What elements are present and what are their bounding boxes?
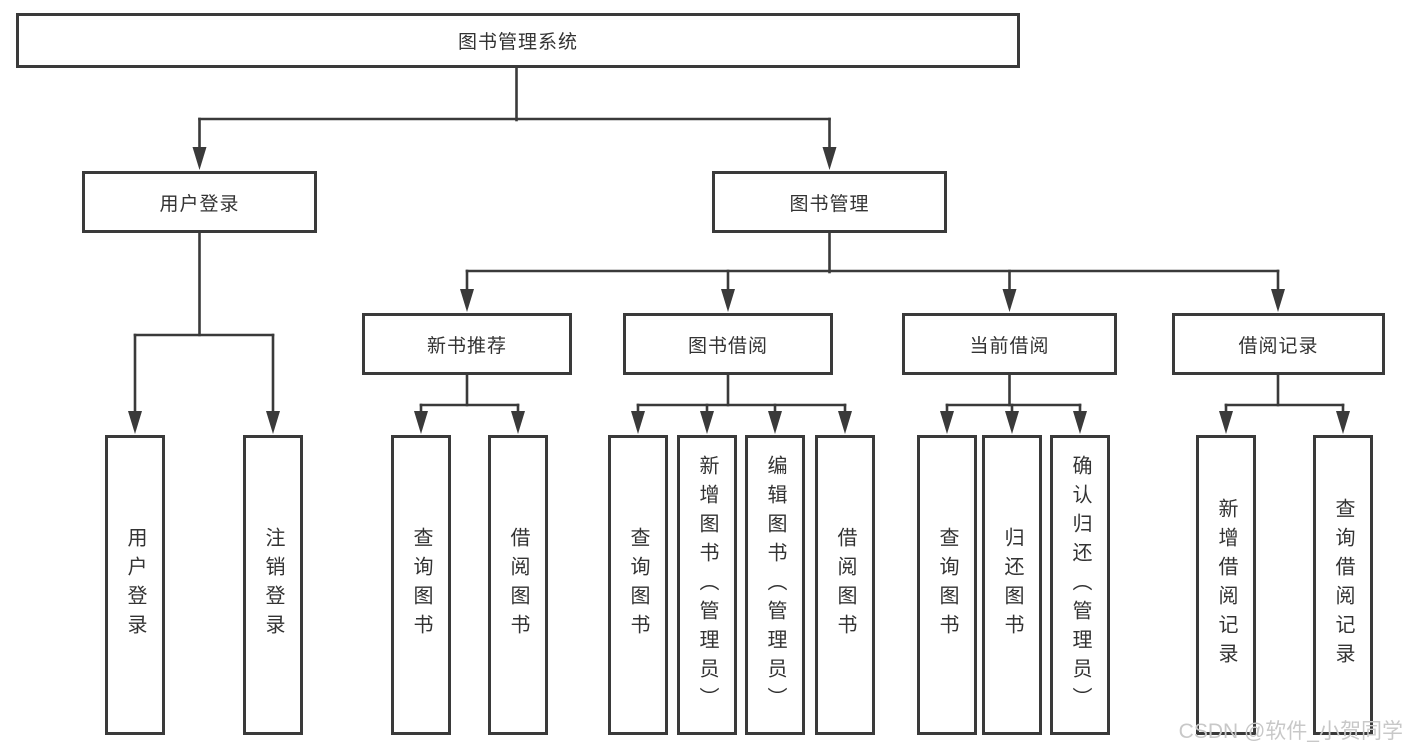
connector-root-to-level2 <box>192 66 837 170</box>
arrow-down-icon <box>721 289 735 312</box>
node-label: 查询图书 <box>627 527 649 643</box>
arrow-down-icon <box>266 411 280 434</box>
arrow-down-icon <box>1336 411 1350 434</box>
node-label: 归还图书 <box>1001 527 1023 643</box>
node-current-borrow: 当前借阅 <box>902 313 1117 375</box>
leaf-confirm-return-admin: 确认归还（管理员） <box>1050 435 1110 735</box>
arrow-down-icon <box>1002 289 1017 312</box>
node-label: 新增图书（管理员） <box>696 454 718 716</box>
arrow-down-icon <box>1271 289 1285 312</box>
leaf-query-borrow-record: 查询借阅记录 <box>1313 435 1373 735</box>
leaf-query-books-recommend: 查询图书 <box>391 435 451 735</box>
node-root-library-system: 图书管理系统 <box>16 13 1020 68</box>
leaf-borrow-books: 借阅图书 <box>815 435 875 735</box>
connector-borrow-records-to-leaves <box>1219 373 1350 434</box>
node-label: 查询图书 <box>410 527 432 643</box>
arrow-down-icon <box>822 147 837 170</box>
node-user-login: 用户登录 <box>82 171 317 233</box>
connector-user-login-to-leaves <box>128 231 280 434</box>
node-label: 图书管理 <box>789 193 870 215</box>
node-new-book-recommend: 新书推荐 <box>362 313 572 375</box>
csdn-watermark: CSDN @软件_小贺同学 <box>1178 720 1403 743</box>
node-label: 确认归还（管理员） <box>1069 454 1091 716</box>
arrow-down-icon <box>700 411 714 434</box>
arrow-down-icon <box>1219 411 1233 434</box>
leaf-add-book-admin: 新增图书（管理员） <box>677 435 737 735</box>
connector-book-mgmt-to-level3 <box>460 231 1285 312</box>
arrow-down-icon <box>192 147 207 170</box>
node-label: 用户登录 <box>124 527 146 643</box>
leaf-edit-book-admin: 编辑图书（管理员） <box>745 435 805 735</box>
arrow-down-icon <box>414 411 428 434</box>
connector-current-borrow-to-leaves <box>940 373 1087 434</box>
arrow-down-icon <box>511 411 525 434</box>
node-label: 借阅图书 <box>834 527 856 643</box>
arrow-down-icon <box>1005 411 1019 434</box>
node-label: 注销登录 <box>262 527 284 643</box>
leaf-add-borrow-record: 新增借阅记录 <box>1196 435 1256 735</box>
node-book-borrow: 图书借阅 <box>623 313 833 375</box>
node-borrow-records: 借阅记录 <box>1172 313 1385 375</box>
arrow-down-icon <box>631 411 645 434</box>
leaf-borrow-books-recommend: 借阅图书 <box>488 435 548 735</box>
node-label: 查询图书 <box>936 527 958 643</box>
leaf-query-books-current: 查询图书 <box>917 435 977 735</box>
node-label: 图书管理系统 <box>457 32 578 53</box>
node-label: 新书推荐 <box>426 335 507 357</box>
leaf-query-books-borrow: 查询图书 <box>608 435 668 735</box>
node-label: 查询借阅记录 <box>1332 498 1354 672</box>
arrow-down-icon <box>460 289 474 312</box>
node-label: 当前借阅 <box>969 335 1050 357</box>
arrow-down-icon <box>1073 411 1087 434</box>
connector-new-book-to-leaves <box>414 373 525 434</box>
leaf-return-books: 归还图书 <box>982 435 1042 735</box>
node-label: 新增借阅记录 <box>1215 498 1237 672</box>
node-label: 编辑图书（管理员） <box>764 454 786 716</box>
connector-book-borrow-to-leaves <box>631 373 852 434</box>
node-label: 借阅记录 <box>1238 335 1319 357</box>
node-label: 用户登录 <box>159 193 240 215</box>
arrow-down-icon <box>128 411 142 434</box>
arrow-down-icon <box>768 411 782 434</box>
node-label: 借阅图书 <box>507 527 529 643</box>
node-label: 图书借阅 <box>687 335 768 357</box>
leaf-user-login: 用户登录 <box>105 435 165 735</box>
arrow-down-icon <box>940 411 954 434</box>
arrow-down-icon <box>838 411 852 434</box>
node-book-management: 图书管理 <box>712 171 947 233</box>
leaf-logout: 注销登录 <box>243 435 303 735</box>
